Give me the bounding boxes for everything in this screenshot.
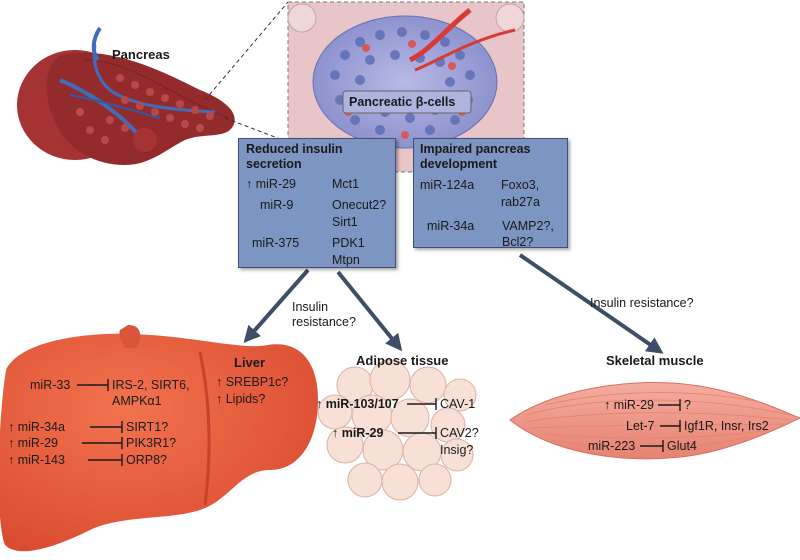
impaired-box-title-line-2: development [420,157,498,171]
liver-row-4-target: PIK3R1? [126,436,177,450]
reduced-row-2-mirna: miR-9 [260,198,294,212]
liver-row-1-target: IRS-2, SIRT6, [112,378,190,392]
liver-row-3-target: SIRT1? [126,420,169,434]
adipose-row-1-target: CAV-1 [440,397,476,411]
pancreas-label: Pancreas [112,47,170,62]
impaired-row-1-target: Foxo3, [501,178,540,192]
liver-row-5-target: ORP8? [126,453,167,467]
liver-illustration [0,325,318,552]
islet-label: Pancreatic β-cells [349,95,456,109]
liver-row-3-mirna: ↑ miR-34a [8,420,65,434]
reduced-box-title-line-1: Reduced insulin [246,142,343,156]
reduced-insulin-secretion-box [238,138,396,268]
muscle-row-1-mirna: ↑ miR-29 [604,398,655,412]
liver-label: Liver [234,355,266,370]
reduced-row-2-target: Onecut2? [332,198,387,212]
liver-row-5-mirna: ↑ miR-143 [8,453,65,467]
impaired-pancreas-development-box [413,138,568,248]
adipose-row-2-mirna: ↑ miR-29 [332,426,384,440]
muscle-row-2-mirna: Let-7 [626,419,655,433]
adipose-row-3-target: Insig? [440,443,474,457]
liver-side-lipids: ↑ Lipids? [216,392,266,406]
impaired-box-title-line-1: Impaired pancreas [420,142,531,156]
impaired-row-1-mirna: miR-124a [420,178,475,192]
adipose-illustration [317,359,477,501]
reduced-row-1-target: Mct1 [332,177,360,191]
reduced-row-4-mirna: miR-375 [252,236,300,250]
impaired-row-3-target: VAMP2?, [502,219,554,233]
muscle-illustration [509,382,800,460]
muscle-row-3-mirna: miR-223 [588,439,636,453]
liver-row-1-mirna: miR-33 [30,378,71,392]
islet-inset [287,1,525,173]
arrows [243,253,664,354]
impaired-row-4-target: Bcl2? [502,235,534,249]
adipose-row-2-target: CAV2? [440,426,479,440]
insulin-resistance-label-left-line-1: Insulin [292,300,329,314]
muscle-row-3-target: Glut4 [667,439,697,453]
impaired-row-3-mirna: miR-34a [427,219,475,233]
reduced-box-title-line-2: secretion [246,157,302,171]
muscle-row-2-target: Igf1R, Insr, Irs2 [684,419,769,433]
liver-row-2-target: AMPKα1 [112,394,162,408]
pancreas-illustration [17,26,235,165]
adipose-row-1-mirna: ↑ miR-103/107 [316,397,399,411]
liver-row-4-mirna: ↑ miR-29 [8,436,59,450]
reduced-row-4-target: PDK1 [332,236,365,250]
impaired-row-2-target: rab27a [501,195,540,209]
adipose-label: Adipose tissue [356,353,449,368]
reduced-row-1-mirna: ↑ miR-29 [246,177,297,191]
insulin-resistance-label-right: Insulin resistance? [590,296,694,310]
skeletal-muscle-label: Skeletal muscle [606,353,704,368]
muscle-row-1-target: ? [684,398,691,412]
liver-side-srebp1c: ↑ SREBP1c? [216,375,289,389]
reduced-row-3-target: Sirt1 [332,215,358,229]
insulin-resistance-label-left-line-2: resistance? [292,315,356,329]
reduced-row-5-target: Mtpn [332,253,360,267]
